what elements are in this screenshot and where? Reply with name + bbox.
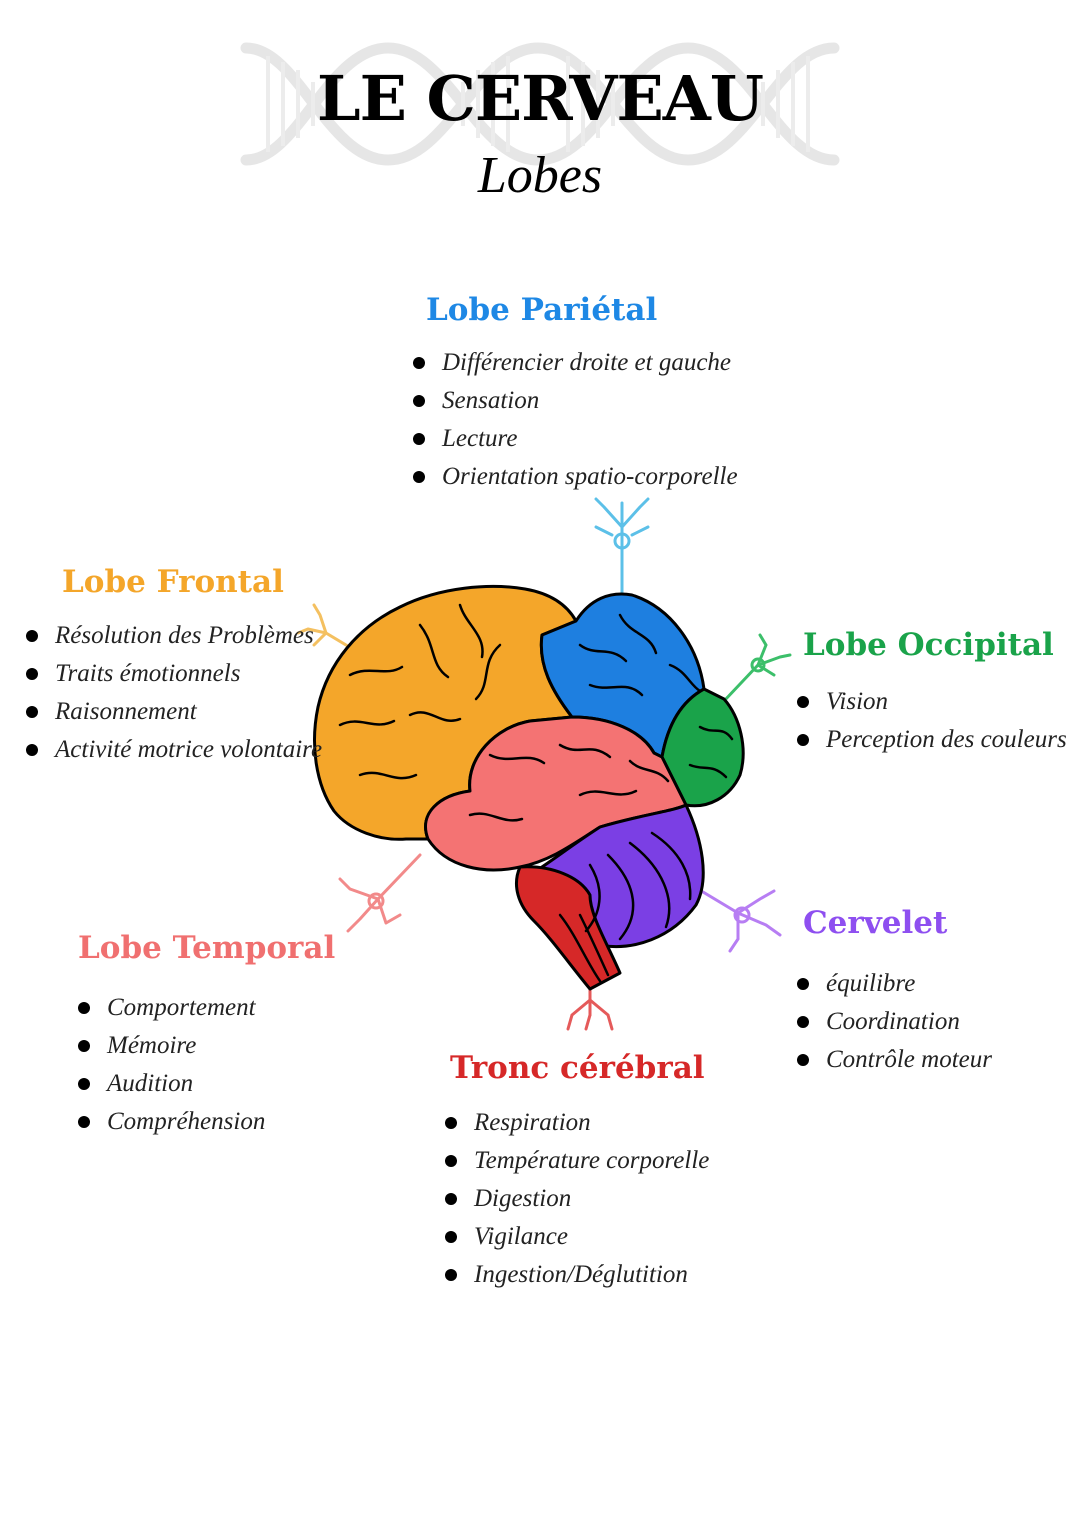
list-item: équilibre bbox=[797, 965, 992, 1003]
list-cervelet: équilibre Coordination Contrôle moteur bbox=[797, 965, 992, 1079]
list-temporal: Comportement Mémoire Audition Compréhens… bbox=[78, 989, 335, 1141]
list-item: Contrôle moteur bbox=[797, 1041, 992, 1079]
list-item: Raisonnement bbox=[26, 693, 322, 731]
list-item: Lecture bbox=[413, 420, 738, 458]
list-item: Compréhension bbox=[78, 1103, 335, 1141]
section-temporal: Lobe Temporal Comportement Mémoire Audit… bbox=[78, 933, 335, 1141]
heading-cervelet: Cervelet bbox=[803, 905, 948, 941]
list-item: Perception des couleurs bbox=[797, 721, 1067, 759]
list-frontal: Résolution des Problèmes Traits émotionn… bbox=[26, 617, 322, 769]
section-frontal: Lobe Frontal Résolution des Problèmes Tr… bbox=[26, 567, 322, 769]
list-item: Digestion bbox=[445, 1180, 709, 1218]
brain-illustration bbox=[296, 497, 792, 1031]
list-item: Audition bbox=[78, 1065, 335, 1103]
list-item: Mémoire bbox=[78, 1027, 335, 1065]
list-tronc: Respiration Température corporelle Diges… bbox=[445, 1104, 709, 1294]
section-cervelet: Cervelet équilibre Coordination Contrôle… bbox=[797, 908, 992, 1079]
section-occipital: Lobe Occipital Vision Perception des cou… bbox=[797, 630, 1067, 759]
list-item: Différencier droite et gauche bbox=[413, 344, 738, 382]
neuron-occipital-icon bbox=[722, 633, 792, 703]
heading-parietal: Lobe Pariétal bbox=[426, 292, 658, 328]
list-item: Respiration bbox=[445, 1104, 709, 1142]
list-item: Sensation bbox=[413, 382, 738, 420]
neuron-tronc-icon bbox=[566, 983, 614, 1031]
page-title: LE CERVEAU bbox=[317, 62, 764, 135]
list-item: Orientation spatio-corporelle bbox=[413, 458, 738, 496]
list-item: Activité motrice volontaire bbox=[26, 731, 322, 769]
dna-helix-icon bbox=[240, 42, 840, 166]
neuron-temporal-icon bbox=[338, 853, 422, 933]
heading-temporal: Lobe Temporal bbox=[78, 930, 336, 966]
section-parietal: Lobe Pariétal Différencier droite et gau… bbox=[413, 295, 738, 496]
list-item: Coordination bbox=[797, 1003, 992, 1041]
neuron-parietal-icon bbox=[594, 497, 650, 597]
list-item: Résolution des Problèmes bbox=[26, 617, 322, 655]
list-item: Vision bbox=[797, 683, 1067, 721]
occipital-lobe bbox=[660, 687, 745, 808]
list-item: Vigilance bbox=[445, 1218, 709, 1256]
list-item: Température corporelle bbox=[445, 1142, 709, 1180]
list-item: Comportement bbox=[78, 989, 335, 1027]
list-item: Ingestion/Déglutition bbox=[445, 1256, 709, 1294]
heading-frontal: Lobe Frontal bbox=[62, 564, 284, 600]
section-tronc: Tronc cérébral Respiration Température c… bbox=[445, 1053, 709, 1294]
heading-occipital: Lobe Occipital bbox=[803, 627, 1054, 663]
list-occipital: Vision Perception des couleurs bbox=[797, 683, 1067, 759]
heading-tronc: Tronc cérébral bbox=[450, 1050, 705, 1086]
list-item: Traits émotionnels bbox=[26, 655, 322, 693]
page-subtitle: Lobes bbox=[477, 147, 603, 204]
list-parietal: Différencier droite et gauche Sensation … bbox=[413, 344, 738, 496]
